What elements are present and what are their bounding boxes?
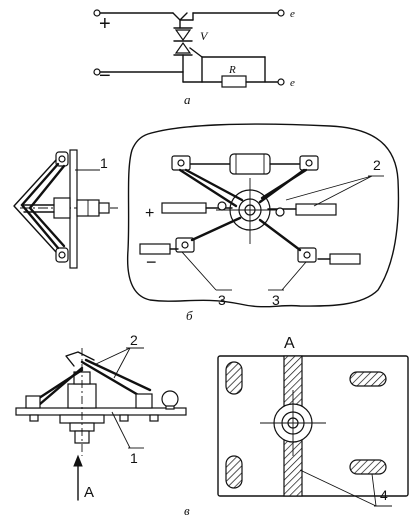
callout-2-v: 2	[130, 332, 138, 348]
caption-a: а	[184, 92, 191, 107]
callout-1-v: 1	[130, 450, 138, 466]
callout-4: 4	[380, 487, 388, 503]
panel-b-side-view	[13, 149, 118, 269]
callout-3-left: 3	[218, 292, 226, 308]
view-label-a: A	[284, 335, 295, 352]
caption-v: в	[184, 503, 190, 518]
sign-minus-b: −	[146, 252, 157, 272]
thyristor-v	[173, 27, 203, 73]
terminal-top-right	[277, 9, 285, 17]
callout-2-b: 2	[373, 157, 381, 173]
terminal-bottom-right	[277, 78, 285, 86]
callout-3-right: 3	[272, 292, 280, 308]
panel-v-side-assembly	[15, 348, 187, 456]
sign-plus-a: +	[99, 13, 111, 35]
arrow-label-a: A	[84, 484, 94, 501]
resistor-r	[221, 75, 247, 88]
label-v: V	[200, 29, 209, 43]
panel-v-view-a	[217, 355, 409, 497]
label-r: R	[228, 64, 236, 76]
sign-plus-b: +	[145, 205, 154, 222]
caption-b: б	[186, 308, 193, 323]
panel-b-plan-view	[126, 123, 400, 308]
terminal-label-top: e	[290, 8, 295, 20]
terminal-label-bottom: e	[290, 77, 295, 89]
panel-a-schematic: V R + − e e а	[93, 8, 295, 107]
sign-minus-a: −	[99, 65, 111, 87]
callout-1-b: 1	[100, 155, 108, 171]
